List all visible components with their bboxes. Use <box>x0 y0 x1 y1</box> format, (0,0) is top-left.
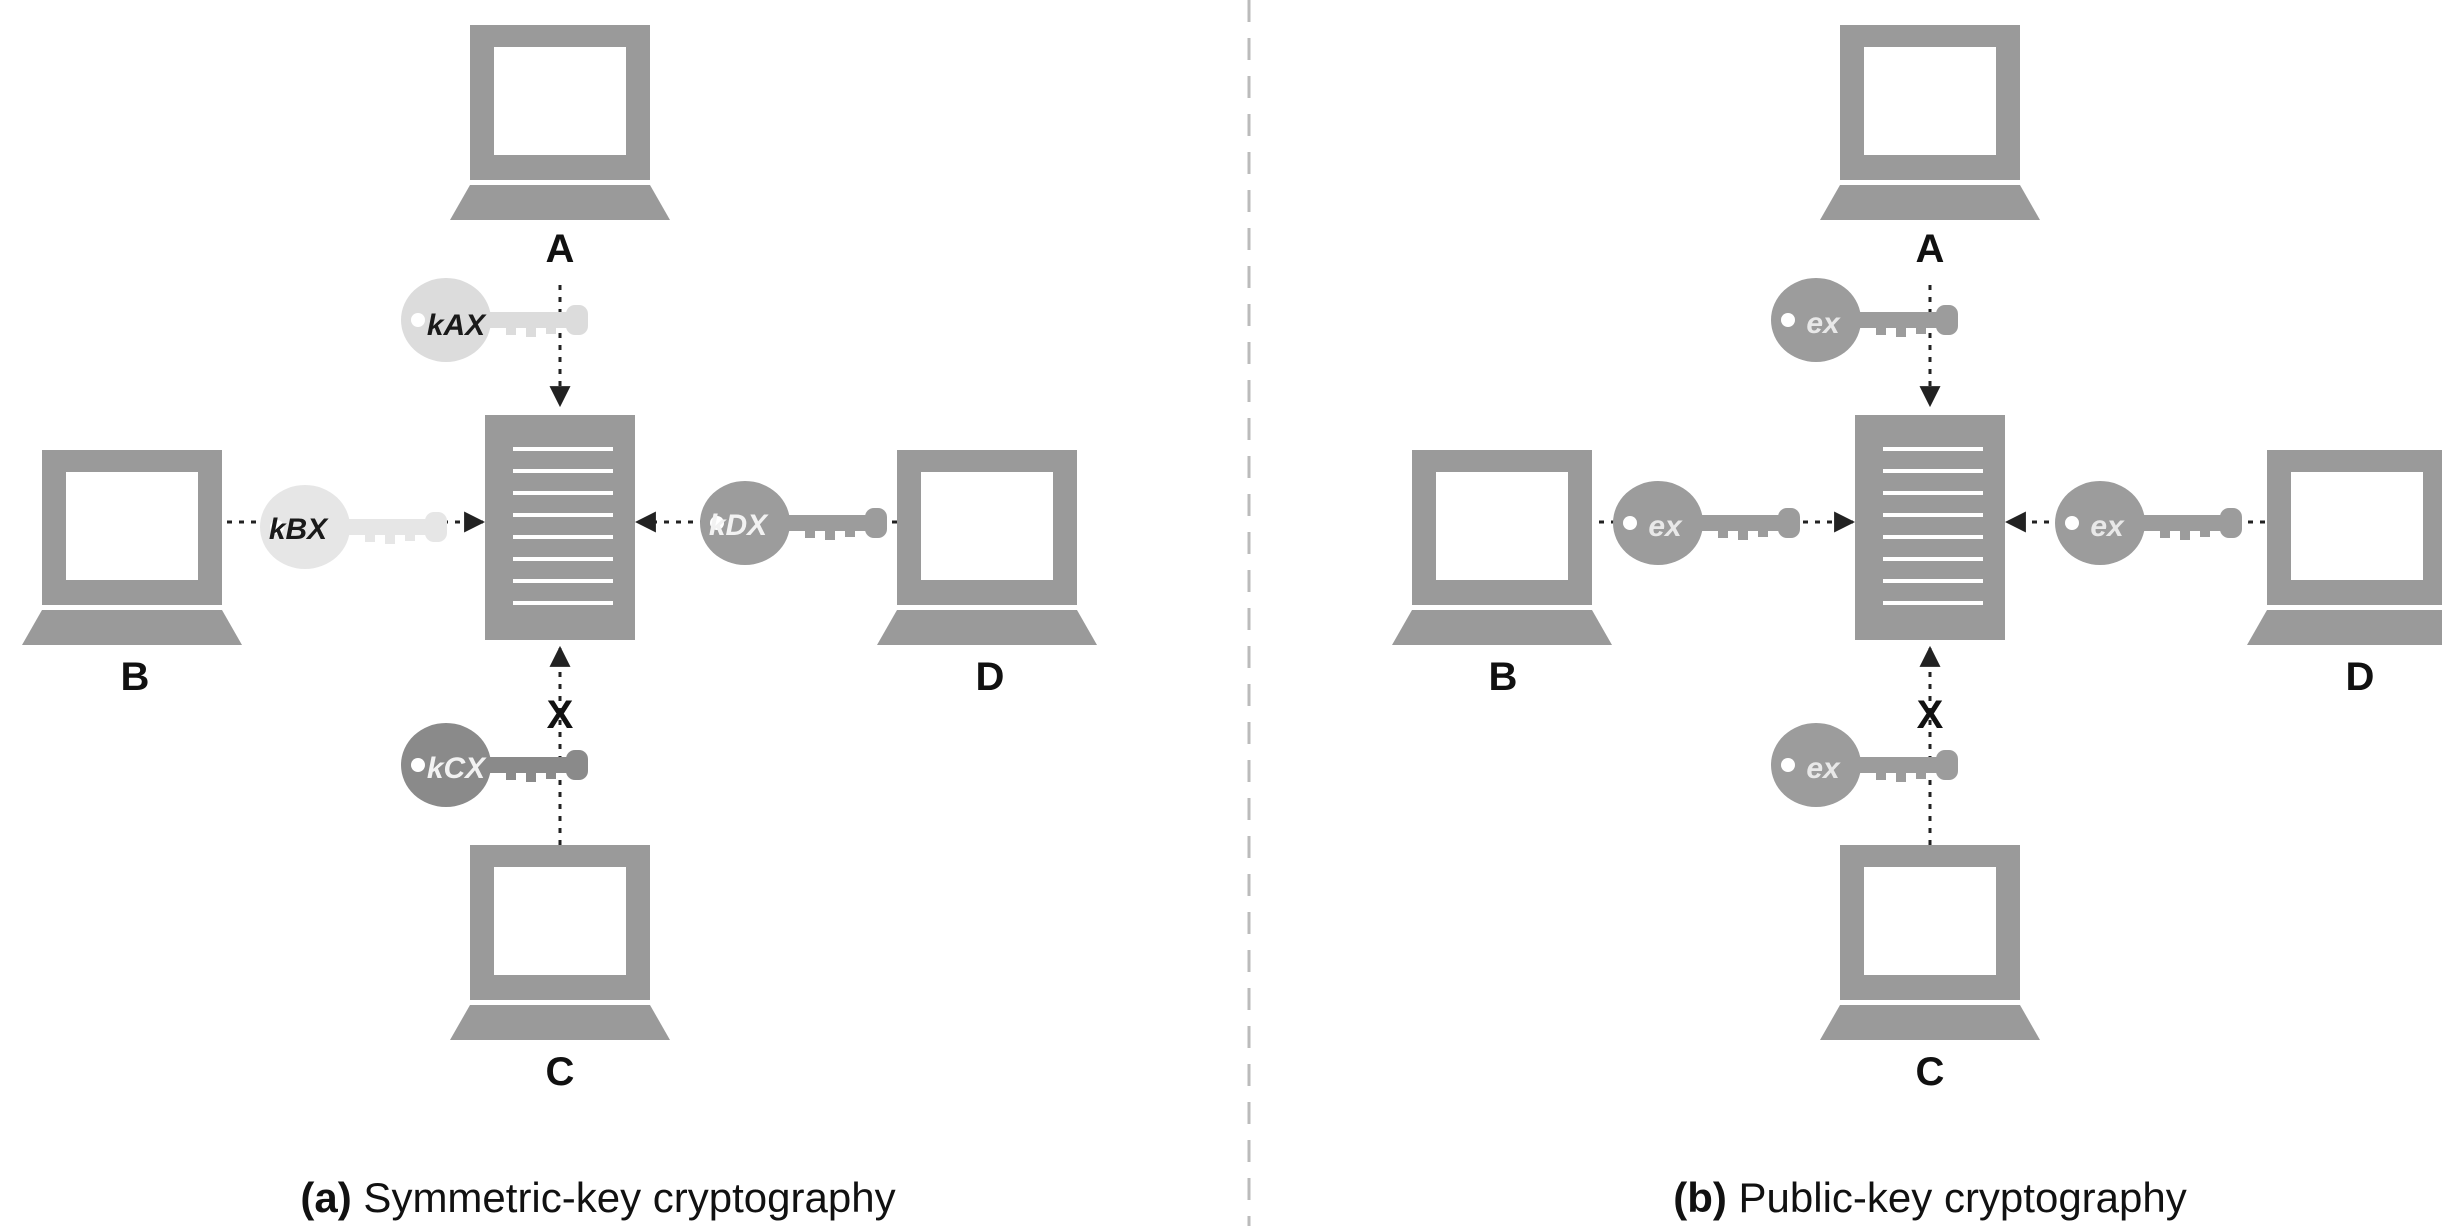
panel-public-key: ex ex ex ex A B D X C (b) Public-key cry… <box>1392 25 2442 1221</box>
server-x-icon <box>485 415 635 640</box>
computer-b-icon <box>22 450 242 645</box>
computer-d-icon <box>2247 450 2442 645</box>
caption-a: (a) Symmetric-key cryptography <box>300 1174 895 1221</box>
node-label-c: C <box>546 1050 575 1094</box>
computer-a-icon <box>1820 25 2040 220</box>
node-label-c: C <box>1916 1050 1945 1094</box>
key-kdx-label: kDX <box>709 509 769 542</box>
key-kcx-label: kCX <box>427 752 487 785</box>
caption-a-tag: (a) <box>300 1174 351 1221</box>
computer-a-icon <box>450 25 670 220</box>
key-ex-right-icon <box>2055 481 2242 565</box>
caption-b-tag: (b) <box>1673 1174 1727 1221</box>
node-label-x: X <box>1917 693 1944 737</box>
computer-b-icon <box>1392 450 1612 645</box>
node-label-a: A <box>546 227 575 271</box>
computer-c-icon <box>1820 845 2040 1040</box>
node-label-a: A <box>1916 227 1945 271</box>
node-label-d: D <box>976 655 1005 699</box>
key-kbx-label: kBX <box>269 513 329 546</box>
key-ex-left-label: ex <box>1648 510 1683 543</box>
node-label-d: D <box>2346 655 2375 699</box>
computer-d-icon <box>877 450 1097 645</box>
caption-a-text: Symmetric-key cryptography <box>352 1174 896 1221</box>
node-label-b: B <box>121 655 150 699</box>
node-label-x: X <box>547 693 574 737</box>
caption-b-text: Public-key cryptography <box>1727 1174 2187 1221</box>
key-ex-top-label: ex <box>1806 307 1841 340</box>
node-label-b: B <box>1489 655 1518 699</box>
computer-c-icon <box>450 845 670 1040</box>
key-kax-label: kAX <box>427 309 487 342</box>
panel-symmetric-key: kAX kBX kDX kCX A B D X C (a) Symmetric-… <box>22 25 1097 1221</box>
caption-b: (b) Public-key cryptography <box>1673 1174 2187 1221</box>
key-ex-bottom-label: ex <box>1806 752 1841 785</box>
server-x-icon <box>1855 415 2005 640</box>
key-ex-left-icon <box>1613 481 1800 565</box>
key-ex-right-label: ex <box>2090 510 2125 543</box>
